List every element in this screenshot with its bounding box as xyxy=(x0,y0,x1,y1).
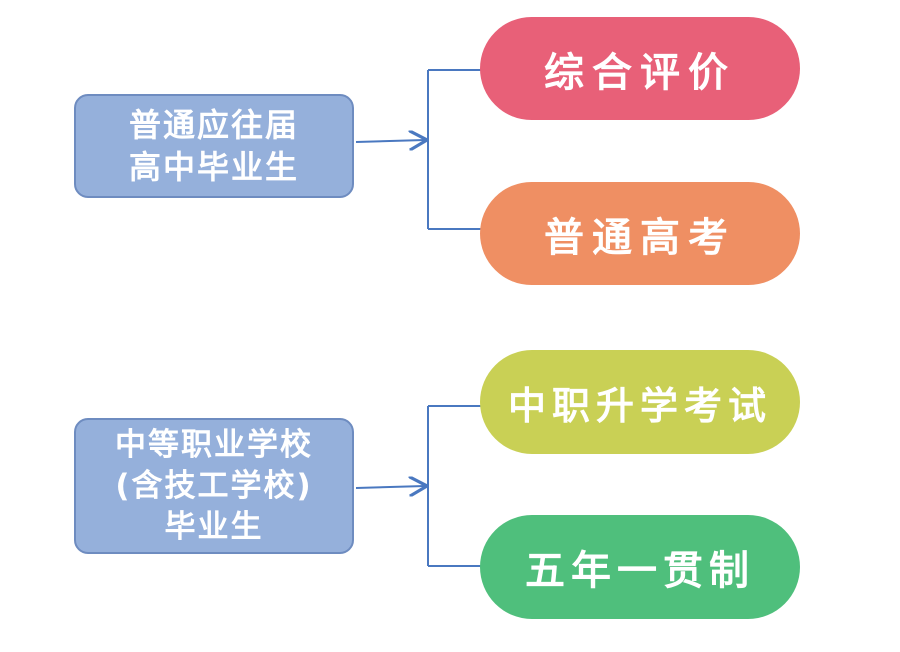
pill-label: 综合评价 xyxy=(544,49,736,96)
pill-vocational-entrance-exam: 中职升学考试 xyxy=(480,350,800,454)
source-line: 普通应往届 xyxy=(128,106,299,144)
source-box-high-school-graduates: 普通应往届 高中毕业生 xyxy=(74,94,354,198)
source-box-vocational-graduates: 中等职业学校 (含技工学校) 毕业生 xyxy=(74,418,354,554)
pill-five-year-program: 五年一贯制 xyxy=(480,515,800,619)
pill-general-college-entrance-exam: 普通高考 xyxy=(480,182,800,285)
pill-label: 五年一贯制 xyxy=(525,548,755,594)
source-line: 高中毕业生 xyxy=(128,148,299,186)
source-line: (含技工学校) xyxy=(115,467,313,504)
source-line: 中等职业学校 xyxy=(115,426,313,463)
source-line: 毕业生 xyxy=(164,508,264,545)
arrow-group1 xyxy=(355,140,425,142)
arrow-group2 xyxy=(355,486,425,488)
pill-label: 中职升学考试 xyxy=(507,383,772,428)
pill-label: 普通高考 xyxy=(544,214,736,261)
pill-comprehensive-evaluation: 综合评价 xyxy=(480,17,800,120)
